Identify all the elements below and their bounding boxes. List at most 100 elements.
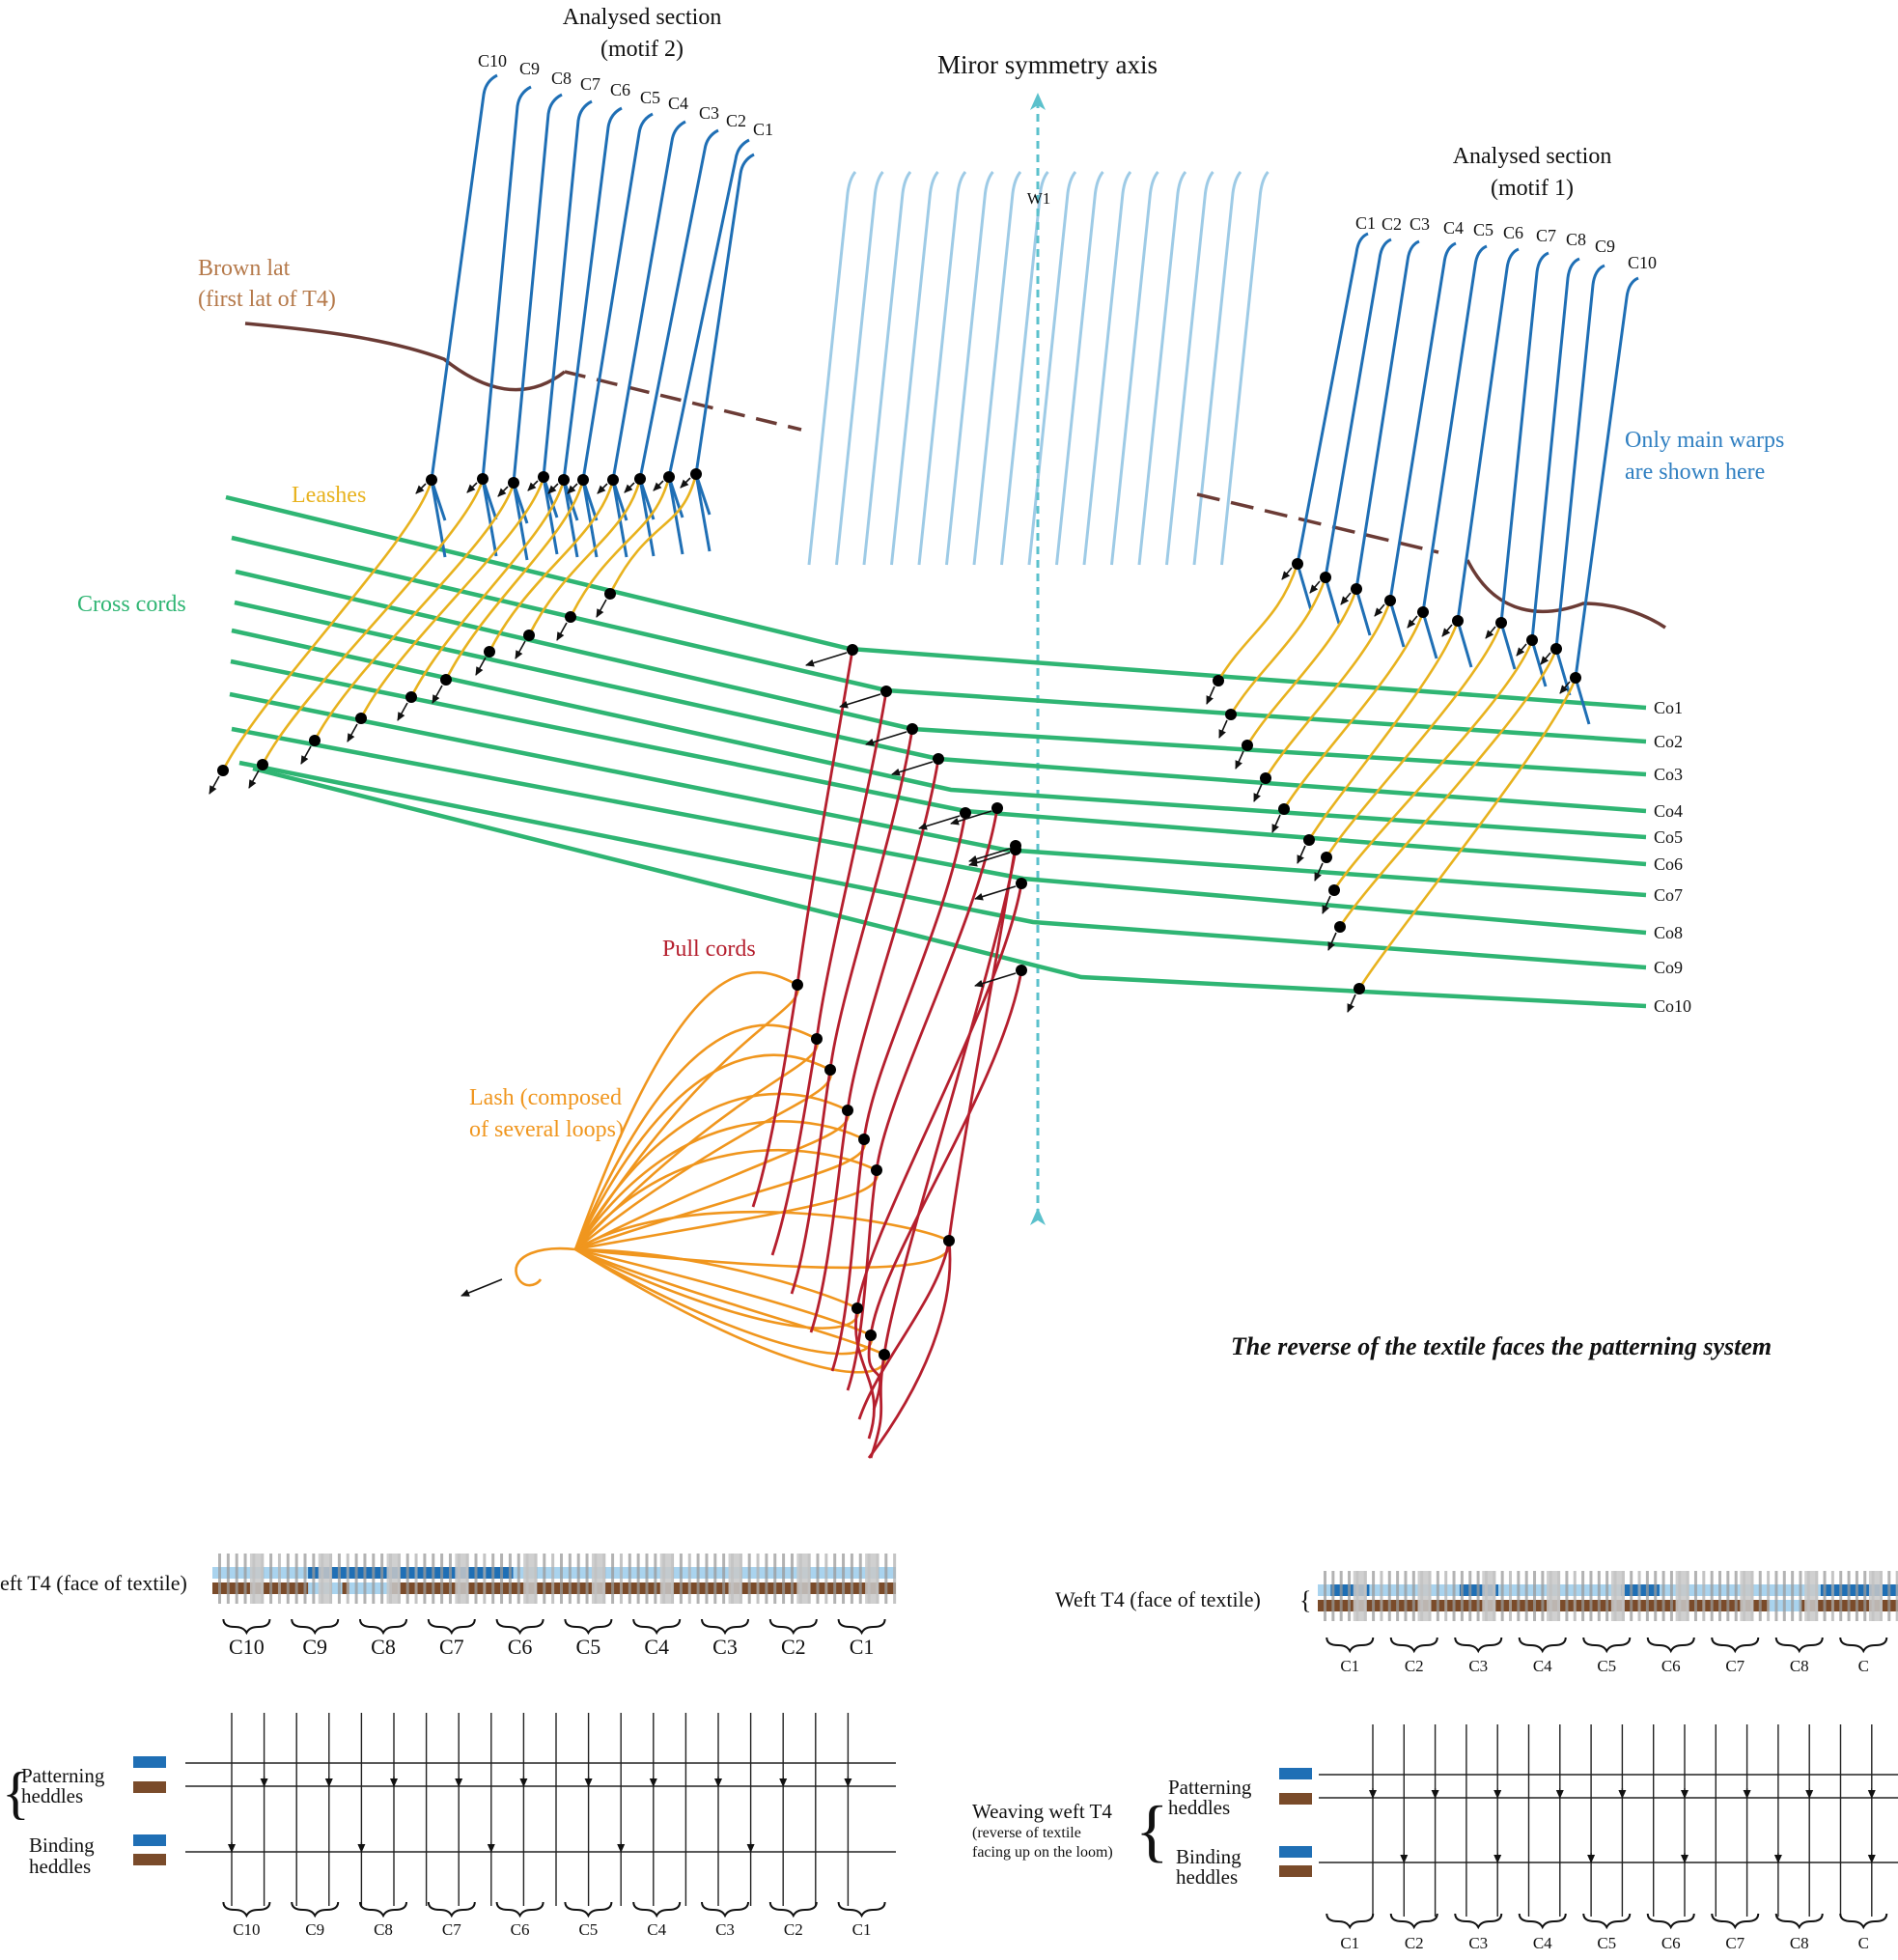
warp-tick: [363, 1554, 367, 1604]
knot: [824, 1064, 836, 1076]
warp-tick: [816, 1554, 820, 1604]
bl-patterning-line2: heddles: [21, 1784, 83, 1807]
warp-tick: [1565, 1571, 1569, 1621]
warp-tick: [842, 1554, 846, 1604]
warp-tick: [1573, 1571, 1577, 1621]
knot: [1016, 878, 1027, 889]
bl-legend-blue-2: [133, 1834, 166, 1846]
knot: [477, 473, 488, 485]
warp-tick: [303, 1554, 307, 1604]
warp-tick: [1452, 1571, 1456, 1621]
cord-brace: [1389, 1913, 1438, 1930]
br-upper-braces: [1326, 1637, 1888, 1654]
warp-tick: [491, 1554, 495, 1604]
cross-cord-label-co8: Co8: [1654, 923, 1683, 942]
motif1-leash: [1325, 622, 1503, 858]
pull-arrow: [1322, 895, 1331, 914]
knot: [538, 471, 549, 483]
warp-tick: [1380, 1571, 1383, 1621]
motif2-warp: [581, 112, 654, 521]
binding-warp: [796, 1554, 811, 1604]
mirror-axis-label: Miror symmetry axis: [937, 50, 1158, 79]
warp-tick: [423, 1554, 427, 1604]
warp-tick: [294, 1554, 298, 1604]
motif1-warp: [1574, 276, 1639, 725]
lash-pull-arrow: [461, 1278, 503, 1297]
warp-tick: [1404, 1571, 1408, 1621]
pull-cord: [854, 882, 1023, 1440]
pull-arrow: [974, 885, 1017, 901]
warp-tick: [1460, 1571, 1464, 1621]
motif1-leash: [1216, 563, 1299, 682]
warp-tick: [1645, 1571, 1649, 1621]
warp-tick: [1517, 1571, 1521, 1621]
cord-label-5: C6: [1661, 1657, 1681, 1675]
warp-tick: [1661, 1571, 1665, 1621]
warp-tick: [1436, 1571, 1439, 1621]
warp-tick: [1508, 1571, 1512, 1621]
binding-warp: [386, 1554, 401, 1604]
cord-label-4: C5: [1597, 1934, 1616, 1952]
cord-brace: [768, 1901, 818, 1918]
cord-label-7: C8: [1790, 1657, 1809, 1675]
binding-warp: [1482, 1571, 1496, 1621]
motif2-title-line1: Analysed section: [563, 5, 722, 30]
cord-brace: [427, 1901, 476, 1918]
pull-arrow: [974, 972, 1017, 988]
br-weaving-line1: Weaving weft T4: [972, 1800, 1112, 1823]
knot: [991, 802, 1003, 814]
binding-warp: [1353, 1571, 1367, 1621]
warp-tick: [551, 1554, 555, 1604]
bl-legend: { Patterning heddles Binding heddles: [2, 1756, 166, 1878]
cord-brace: [837, 1901, 886, 1918]
light-warp: [1027, 171, 1077, 566]
warp-tick: [1411, 1571, 1415, 1621]
warp-tick: [354, 1554, 358, 1604]
pull-arrow: [547, 483, 559, 494]
motif1-warp: [1499, 251, 1549, 670]
pull-arrow: [950, 810, 992, 826]
warp-tick: [747, 1554, 751, 1604]
cord-brace: [701, 1618, 749, 1636]
pull-arrow: [432, 685, 443, 704]
motif1-leash: [1338, 648, 1558, 928]
cross-cords: [225, 494, 1647, 1009]
warp-tick: [1339, 1571, 1343, 1621]
pull-arrow: [248, 770, 260, 789]
warp-tick: [346, 1554, 349, 1604]
knot: [523, 630, 535, 641]
bl-binding-line1: Binding: [29, 1834, 95, 1857]
knot: [871, 1164, 882, 1176]
knot: [1016, 965, 1027, 976]
motif2-warp-tail: [638, 478, 656, 557]
warp-tick: [1605, 1571, 1609, 1621]
motif2-warp-tail: [481, 478, 498, 557]
motif2-warp-tail: [694, 473, 712, 552]
warp-tick: [1476, 1571, 1480, 1621]
cord-label-8: C2: [781, 1635, 806, 1659]
br-weaving-line2: (reverse of textile: [972, 1825, 1081, 1841]
bl-legend-brown-2: [133, 1854, 166, 1865]
motif1-warp: [1296, 232, 1369, 611]
cord-brace: [1646, 1913, 1695, 1930]
cord-label-5: C5: [576, 1635, 601, 1659]
warp-tick: [1444, 1571, 1448, 1621]
binding-warp: [523, 1554, 538, 1604]
brown-lat-label-line2: (first lat of T4): [198, 287, 336, 312]
warp-tick: [705, 1554, 709, 1604]
cord-brace: [222, 1901, 271, 1918]
cord-label-7: C8: [1790, 1934, 1809, 1952]
warp-tick: [312, 1554, 316, 1604]
motif2-cord-label-1: C9: [519, 59, 540, 78]
pull-arrow: [1327, 932, 1337, 951]
cord-brace: [1454, 1637, 1503, 1654]
light-warp: [862, 171, 912, 566]
pull-arrow: [1297, 845, 1306, 864]
warp-tick: [568, 1554, 572, 1604]
br-legend-blue-2: [1279, 1846, 1312, 1858]
motif1-title-line2: (motif 1): [1491, 176, 1574, 201]
binding-warp: [1675, 1571, 1689, 1621]
pull-arrow: [596, 599, 607, 618]
